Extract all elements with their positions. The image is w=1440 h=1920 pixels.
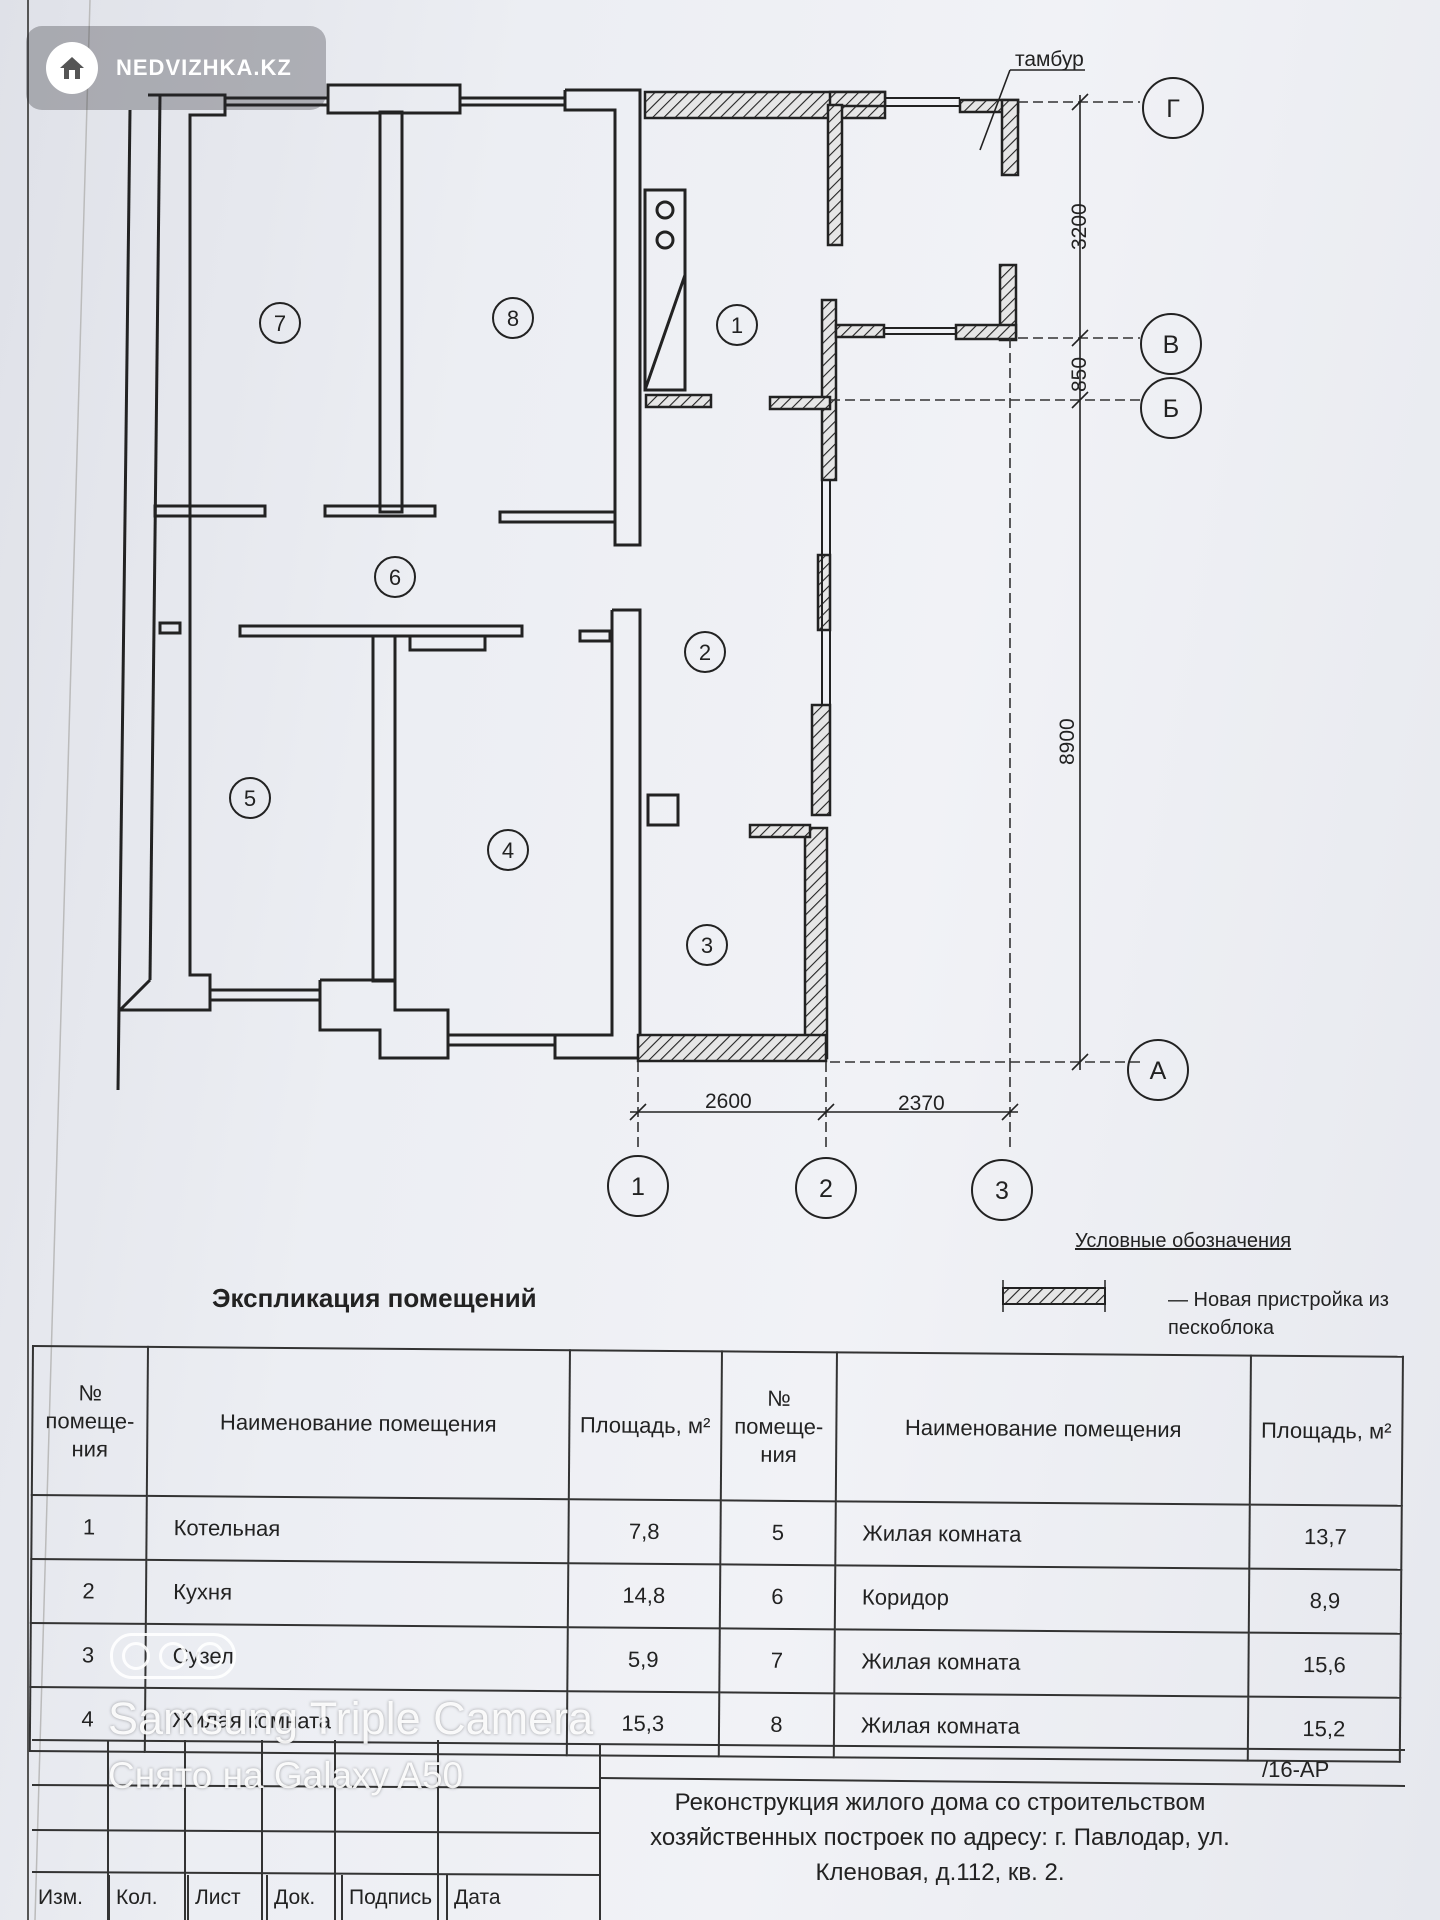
tambur-label: тамбур: [1015, 48, 1084, 71]
title-block-column: Кол.: [110, 1875, 189, 1920]
project-title: Реконструкция жилого дома со строительст…: [650, 1789, 1230, 1886]
axis-letter-g: Г: [1166, 95, 1180, 123]
room-number: 7: [719, 1628, 835, 1694]
room-marker-6: 6: [389, 565, 401, 590]
room-area: 14,8: [567, 1563, 721, 1629]
title-block-column: Подпись: [343, 1875, 448, 1920]
axis-number-3: 3: [995, 1177, 1009, 1205]
room-markers: [229, 297, 758, 966]
camera-lens-icon: [110, 1633, 236, 1679]
header-room-number: № помеще- ния: [31, 1346, 149, 1496]
table-row: 3 Сузел 5,9 7 Жилая комната 15,6: [30, 1622, 1401, 1698]
room-name: Жилая комната: [835, 1501, 1250, 1569]
header-area: Площадь, м²: [1249, 1355, 1403, 1506]
axis-number-2: 2: [819, 1175, 833, 1203]
dimension-2600: 2600: [705, 1090, 752, 1113]
title-block-column: Изм.: [32, 1875, 110, 1920]
room-number: 6: [719, 1564, 836, 1630]
legend-text: — Новая пристройка из пескоблока: [1168, 1289, 1389, 1339]
table-row: 2 Кухня 14,8 6 Коридор 8,9: [30, 1559, 1402, 1634]
room-name: Кухня: [145, 1559, 568, 1628]
room-number: 8: [718, 1692, 835, 1758]
room-marker-1: 1: [731, 313, 743, 338]
axis-letter-v: В: [1163, 331, 1180, 359]
room-marker-3: 3: [701, 933, 713, 958]
legend-hatch-sample: [1002, 1287, 1106, 1305]
room-name: Жилая комната: [833, 1693, 1249, 1761]
room-number: 2: [30, 1559, 147, 1624]
explication-title: Экспликация помещений: [212, 1283, 537, 1313]
room-marker-2: 2: [699, 640, 711, 665]
room-area: 7,8: [567, 1499, 721, 1565]
axis-letter-b: Б: [1163, 395, 1179, 423]
room-area: 15,2: [1247, 1696, 1401, 1762]
dimension-8900: 8900: [1056, 718, 1079, 765]
room-marker-4: 4: [502, 838, 514, 863]
existing-walls: [116, 83, 687, 1091]
title-block-columns: Изм. Кол. Лист Док. Подпись Дата: [32, 1875, 520, 1920]
legend-title: Условные обозначения: [1075, 1230, 1292, 1252]
table-header-row: № помеще- ния Наименование помещения Пло…: [31, 1346, 1403, 1506]
camera-watermark-line2: Снято на Galaxy A50: [108, 1755, 464, 1796]
room-marker-5: 5: [244, 786, 256, 811]
room-area: 15,6: [1248, 1632, 1401, 1698]
header-room-name: Наименование помещения: [835, 1352, 1251, 1505]
title-block-column: Лист: [189, 1875, 268, 1920]
room-area: 5,9: [566, 1627, 720, 1693]
dimension-850: 850: [1068, 357, 1091, 392]
home-icon: [46, 42, 98, 94]
title-block-column: Дата: [454, 1886, 501, 1909]
watermark-text: NEDVIZHKA.KZ: [116, 55, 292, 80]
new-walls: [636, 90, 1020, 1063]
drawing-code: /16-АР: [1262, 1757, 1330, 1782]
room-number: 5: [720, 1500, 836, 1566]
room-name: Коридор: [834, 1565, 1250, 1633]
dimension-3200: 3200: [1068, 203, 1091, 250]
header-room-number: № помеще- ния: [720, 1351, 837, 1502]
room-name: Жилая комната: [834, 1629, 1249, 1697]
room-area: 8,9: [1248, 1568, 1402, 1634]
axis-letter-a: А: [1150, 1057, 1167, 1085]
axis-markers: [607, 77, 1204, 1221]
watermark-badge: NEDVIZHKA.KZ: [26, 26, 326, 110]
room-name: Котельная: [146, 1495, 569, 1564]
table-row: 1 Котельная 7,8 5 Жилая комната 13,7: [31, 1495, 1402, 1570]
axis-number-1: 1: [631, 1173, 645, 1201]
title-block-column: Док.: [268, 1875, 343, 1920]
camera-watermark-line1: Samsung Triple Camera: [108, 1693, 594, 1744]
header-room-name: Наименование помещения: [146, 1346, 570, 1500]
room-marker-7: 7: [274, 311, 286, 336]
dimension-2370: 2370: [898, 1092, 945, 1115]
room-marker-8: 8: [507, 306, 519, 331]
room-number: 1: [31, 1495, 147, 1560]
header-area: Площадь, м²: [568, 1350, 722, 1501]
room-area: 13,7: [1249, 1504, 1402, 1570]
